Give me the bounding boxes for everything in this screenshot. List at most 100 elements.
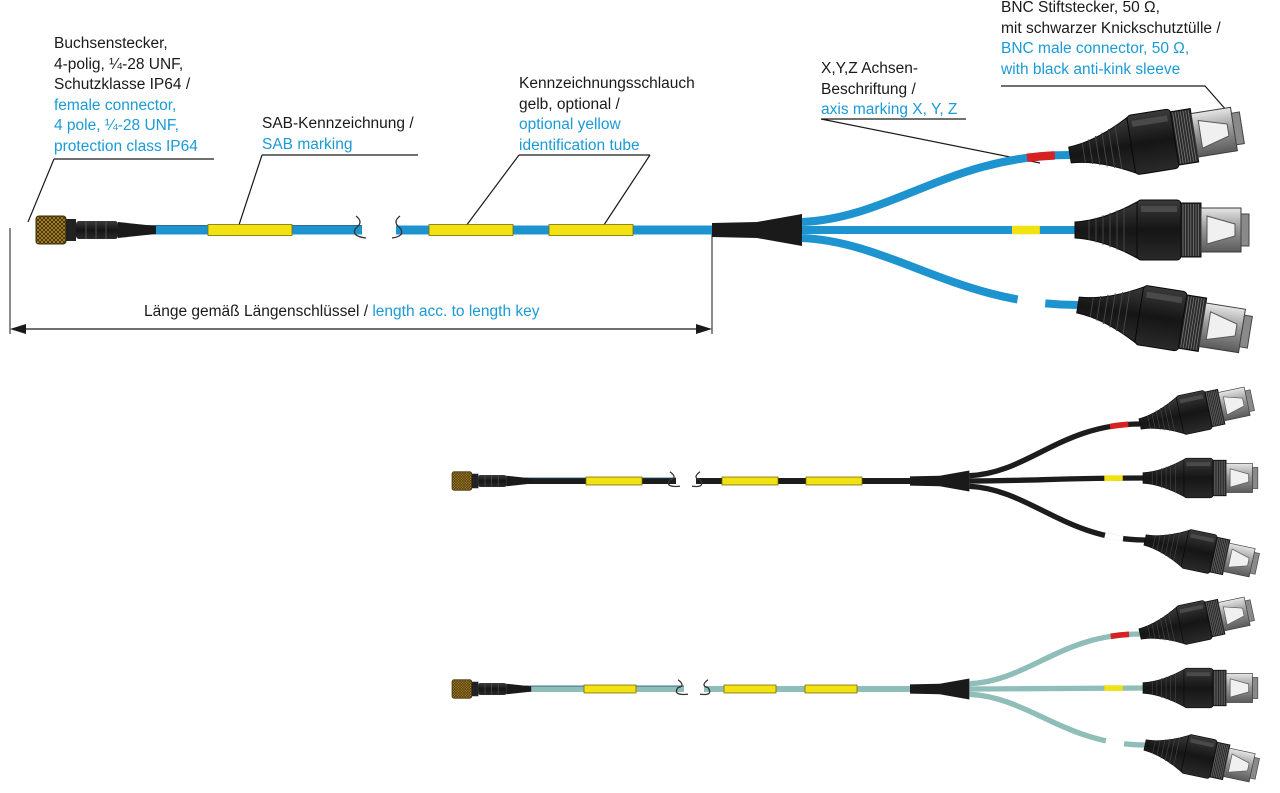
bnc-body-highlight — [1131, 115, 1168, 127]
female-connector-de-3: Schutzklasse IP64 / — [54, 76, 191, 93]
leader-female-connector — [27, 158, 214, 223]
sleeve-rib — [1173, 737, 1180, 766]
anti-kink-sleeve — [1142, 458, 1185, 498]
nut-ridge — [1215, 539, 1224, 573]
nut-ridge — [1193, 298, 1202, 350]
bnc-connector — [1143, 734, 1260, 783]
sleeve-rib — [1109, 293, 1116, 328]
nut-ridge — [1210, 601, 1219, 635]
label-axis-marking: X,Y,Z Achsen- Beschriftung / axis markin… — [821, 59, 957, 121]
yellow-marker — [721, 476, 779, 486]
nut-ridge — [1207, 391, 1216, 426]
nut-ridge — [1195, 298, 1205, 351]
bayonet-slot — [1227, 548, 1250, 568]
splitter — [910, 678, 970, 700]
connector-collar — [471, 681, 479, 697]
connector-body — [478, 475, 507, 487]
sleeve-rib — [1164, 405, 1171, 431]
axis-marker — [969, 691, 1146, 748]
bnc-connector — [1076, 285, 1253, 354]
nut-ridge — [1207, 601, 1216, 636]
bnc-tip — [1252, 467, 1259, 489]
axis-marking-de-2: Beschriftung / — [821, 80, 916, 98]
nut-ridge — [1217, 539, 1226, 574]
bnc-body-highlight — [1146, 291, 1183, 304]
break-mark — [691, 471, 703, 488]
branch-cable — [801, 150, 1071, 227]
nut-ridge — [1172, 112, 1182, 164]
splitter — [712, 214, 802, 246]
sleeve-rib — [1101, 132, 1108, 167]
nut-ridge — [1210, 537, 1219, 572]
sleeve-rib — [1168, 403, 1175, 432]
branch-cable — [969, 631, 1141, 687]
bnc-connector — [1068, 106, 1245, 175]
id-tube-en-1: optional yellow — [519, 116, 621, 133]
branch-cable — [969, 483, 1146, 543]
sleeve-rib — [1147, 415, 1151, 429]
length-de: Länge gemäß Längenschlüssel / — [144, 303, 373, 320]
nut-ridge — [1220, 540, 1229, 574]
sleeve-rib — [1151, 623, 1156, 640]
branch-cable — [969, 691, 1146, 748]
nut-ridge — [1182, 296, 1192, 349]
id-tube-de-1: Kennzeichnungsschlauch — [519, 75, 695, 92]
label-length: Länge gemäß Längenschlüssel / length acc… — [144, 302, 540, 323]
sleeve-rib — [1107, 128, 1116, 168]
anti-kink-sleeve — [1143, 529, 1190, 568]
nut-ridge — [1214, 390, 1222, 425]
axis-marker — [801, 233, 1079, 310]
leader-sab-marking — [235, 154, 418, 235]
assembly-black — [451, 386, 1260, 578]
label-sab-marking: SAB-Kennzeichnung / SAB marking — [262, 114, 414, 155]
female-connector-en-3: protection class IP64 — [54, 137, 198, 155]
yellow-marker — [207, 224, 293, 236]
cable-assemblies — [35, 106, 1260, 783]
leader-id-tube — [459, 154, 651, 235]
nut-ridge — [1209, 601, 1217, 636]
sleeve-rib — [1159, 618, 1166, 641]
sleeve-rib — [1168, 613, 1175, 642]
anti-kink-sleeve — [1074, 201, 1138, 259]
connector-collar — [66, 219, 76, 241]
id-tube-en-2: identification tube — [519, 136, 640, 154]
axis-marker — [969, 483, 1146, 543]
sleeve-rib — [1122, 290, 1131, 335]
bnc-connector — [1142, 457, 1259, 499]
yellow-marker — [585, 476, 643, 486]
sleeve-rib — [1160, 739, 1166, 759]
connector-body — [478, 683, 507, 695]
bnc-connector-en-1: BNC male connector, 50 Ω, — [1001, 40, 1190, 57]
bnc-body-highlight — [1179, 394, 1204, 404]
sleeve-rib — [1152, 740, 1156, 754]
sleeve-rib — [1094, 135, 1101, 166]
sleeve-rib — [1159, 408, 1166, 431]
nut-ridge — [1214, 743, 1222, 778]
bnc-tip — [1249, 757, 1260, 780]
bnc-tip — [1230, 111, 1245, 146]
sleeve-rib — [1169, 533, 1176, 559]
bnc-tip — [1244, 599, 1255, 622]
bnc-connector — [1142, 667, 1259, 709]
female-connector-en-1: female connector, — [54, 96, 177, 114]
nut-ridge — [1187, 297, 1197, 349]
axis-marker — [801, 150, 1071, 227]
sleeve-rib — [1173, 532, 1180, 561]
nut-ridge — [1219, 539, 1227, 574]
sab-marking-en: SAB marking — [262, 135, 353, 153]
female-connector-en-2: 4 pole, ¼-28 UNF, — [54, 117, 179, 134]
nut-ridge — [1214, 600, 1222, 635]
sleeve-rib — [1164, 533, 1171, 556]
connector-boot — [506, 475, 532, 487]
break-mark — [699, 679, 711, 696]
anti-kink-sleeve — [1068, 116, 1137, 174]
bnc-body-highlight — [1186, 462, 1211, 467]
bnc-body-highlight — [1186, 672, 1211, 677]
sab-marking-de: SAB-Kennzeichnung / — [262, 115, 414, 132]
yellow-marker — [805, 476, 863, 486]
female-connector — [451, 471, 532, 491]
bnc-connector-de-2: mit schwarzer Knickschutztülle / — [1001, 19, 1221, 37]
sleeve-rib — [1147, 625, 1151, 639]
